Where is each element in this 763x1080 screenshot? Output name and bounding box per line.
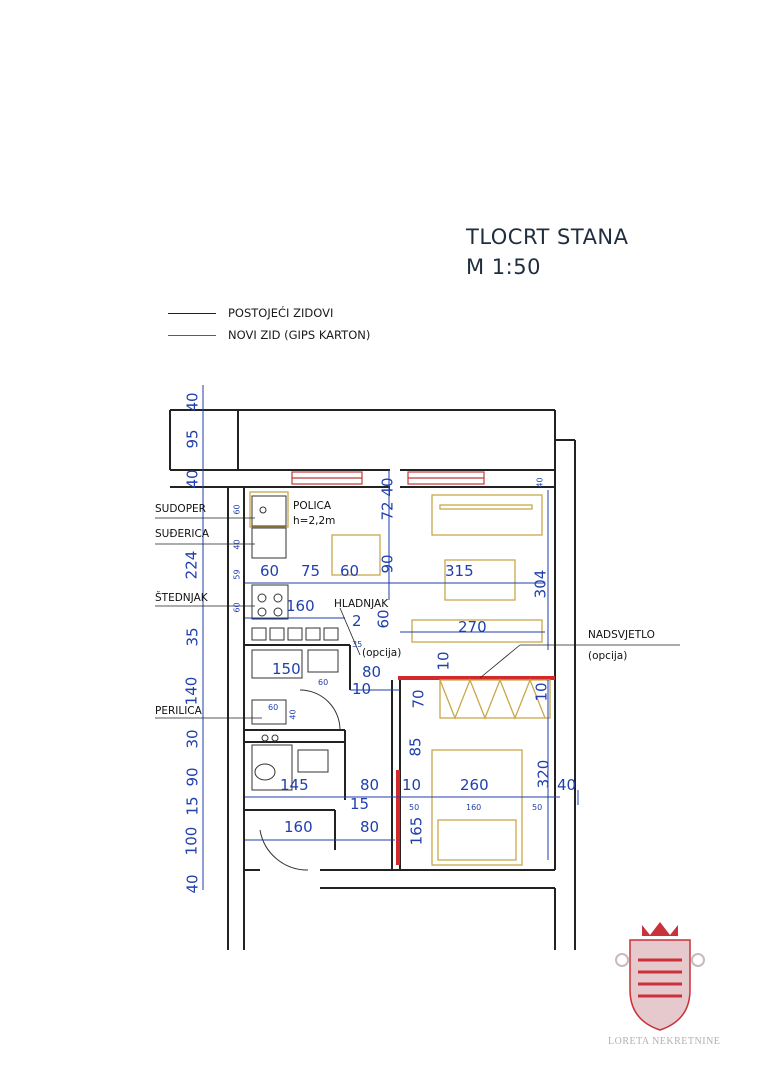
dim-interior: 10: [402, 776, 422, 794]
dim-interior: 315: [445, 562, 474, 580]
dim-left: 40: [183, 874, 202, 894]
dim-interior: 2: [352, 612, 362, 630]
dim-interior: 160: [286, 597, 315, 615]
plan-title: TLOCRT STANA M 1:50: [466, 222, 629, 282]
legend-item-existing: POSTOJEĆI ZIDOVI: [168, 302, 370, 324]
dim-interior: 70: [409, 689, 428, 709]
title-line-2: M 1:50: [466, 255, 541, 279]
watermark-text: LORETA NEKRETNINE: [608, 1036, 721, 1047]
dim-left: 224: [182, 550, 201, 580]
dim-right: 40: [535, 477, 545, 488]
dim-interior: 165: [407, 816, 426, 846]
dim-interior: 150: [272, 660, 301, 678]
dim-interior: 270: [458, 618, 487, 636]
dim-kitchen-small: 59: [232, 569, 242, 580]
dimension-lines: [202, 385, 579, 890]
legend-swatch-red: [168, 334, 216, 336]
windows: [291, 471, 485, 485]
new-walls: [396, 676, 555, 865]
dim-interior: 160: [284, 818, 313, 836]
dim-right: 40: [557, 776, 577, 794]
dim-interior: 35: [352, 640, 363, 649]
dim-interior: 75: [301, 562, 321, 580]
dim-left: 90: [183, 767, 202, 787]
legend-label: NOVI ZID (GIPS KARTON): [228, 328, 371, 342]
dim-interior: 80: [362, 663, 382, 681]
label-opcija-2: (opcija): [588, 650, 628, 662]
dim-interior: 15: [350, 795, 370, 813]
furniture: [249, 491, 551, 866]
dim-interior: 160: [466, 803, 482, 812]
dim-interior: 50: [532, 803, 543, 812]
dim-interior: 10: [532, 682, 551, 702]
label-polica-height: h=2,2m: [293, 515, 336, 527]
dim-interior: 10: [434, 651, 453, 671]
title-line-1: TLOCRT STANA: [466, 225, 629, 249]
label-stednjak: ŠTEDNJAK: [155, 592, 208, 604]
dim-left: 40: [183, 469, 202, 489]
dim-left: 40: [183, 392, 202, 412]
dim-left: 140: [182, 676, 201, 706]
dim-right: 304: [531, 569, 550, 599]
legend: POSTOJEĆI ZIDOVI NOVI ZID (GIPS KARTON): [168, 302, 370, 346]
legend-label: POSTOJEĆI ZIDOVI: [228, 306, 334, 320]
legend-item-new: NOVI ZID (GIPS KARTON): [168, 324, 370, 346]
dim-kitchen-small: 60: [232, 504, 242, 515]
legend-swatch-black: [168, 312, 216, 314]
dim-interior: 85: [406, 737, 425, 757]
dim-kitchen-small: 60: [232, 602, 242, 613]
dim-interior: 80: [360, 818, 380, 836]
label-suderica: SUĐERICA: [155, 528, 210, 540]
dim-left: 100: [182, 826, 201, 856]
dim-interior: 80: [360, 776, 380, 794]
dim-interior: 260: [460, 776, 489, 794]
dim-right: 320: [534, 759, 553, 789]
dim-left: 95: [183, 429, 202, 449]
dim-left: 30: [183, 729, 202, 749]
dim-left: 35: [183, 627, 202, 647]
leader-lines: [155, 517, 680, 719]
label-polica: POLICA: [293, 500, 332, 512]
dim-kitchen-small: 40: [232, 539, 242, 550]
dim-mid: 90: [378, 554, 397, 574]
watermark-logo: [615, 922, 705, 1031]
label-opcija-1: (opcija): [362, 647, 402, 659]
dim-left: 15: [183, 796, 202, 816]
label-hladnjak: HLADNJAK: [334, 598, 389, 610]
label-nadsvjetlo: NADSVJETLO: [588, 629, 655, 641]
label-perilica: PERILICA: [155, 705, 202, 717]
dim-interior: 60: [340, 562, 360, 580]
dim-interior: 60: [318, 678, 329, 687]
label-sudoper: SUDOPER: [155, 503, 206, 515]
kitchen-fixtures: [251, 495, 341, 871]
dim-interior: 60: [260, 562, 280, 580]
dim-mid: 72: [378, 501, 397, 521]
dim-interior: 50: [409, 803, 420, 812]
dim-interior: 60: [268, 703, 279, 712]
existing-walls: [169, 409, 576, 950]
dim-mid: 60: [374, 609, 393, 629]
dim-interior: 40: [288, 709, 298, 720]
dim-interior: 145: [280, 776, 309, 794]
dim-interior: 10: [352, 680, 372, 698]
dim-mid: 40: [378, 477, 397, 497]
